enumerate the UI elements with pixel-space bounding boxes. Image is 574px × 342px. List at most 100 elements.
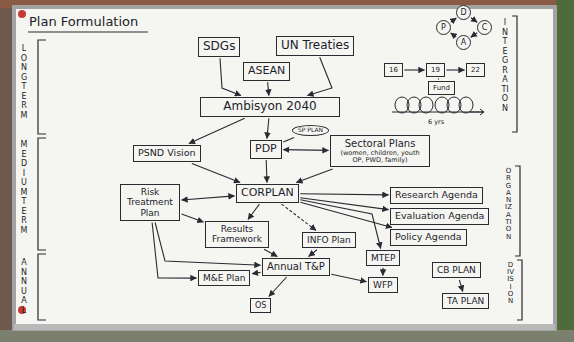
node-label: MTEP xyxy=(371,253,395,263)
node-label: CB PLAN xyxy=(437,265,476,275)
process-box: 16 xyxy=(384,63,403,77)
connector xyxy=(282,204,317,230)
process-box: 19 xyxy=(426,63,445,77)
bracket xyxy=(38,138,46,250)
connector xyxy=(267,118,269,138)
process-box: OS xyxy=(250,298,271,313)
timeframe-label: ORGANIZATION xyxy=(505,168,512,241)
cycle-circle: C xyxy=(477,20,492,35)
coil-loop xyxy=(459,97,473,113)
node-note: (women, children, youth OP, PWD, family) xyxy=(335,150,425,165)
node-label: 19 xyxy=(431,66,440,74)
node-label: TA PLAN xyxy=(447,296,484,306)
node-label: SDGs xyxy=(203,40,235,54)
title-underline xyxy=(28,31,148,32)
process-box: ASEAN xyxy=(243,62,290,81)
connector xyxy=(300,198,388,210)
node-label: SP PLAN xyxy=(298,127,323,134)
connector xyxy=(446,69,464,70)
plants xyxy=(556,0,574,342)
process-box: Ambisyon 2040 xyxy=(200,97,340,117)
timeframe-label: ANNUAL xyxy=(20,258,28,315)
timeframe-label: MEDIUM TERM xyxy=(20,140,28,235)
connector xyxy=(382,268,383,276)
node-label: Policy Agenda xyxy=(395,232,462,243)
marker-tray xyxy=(14,324,555,330)
connector xyxy=(471,18,477,23)
process-box: Risk Treatment Plan xyxy=(120,184,180,221)
bracket xyxy=(515,166,520,256)
process-box: MTEP xyxy=(366,250,400,266)
node-label: PDP xyxy=(255,143,277,156)
connector xyxy=(451,33,457,37)
coil-arrow xyxy=(470,109,484,115)
connector xyxy=(220,58,241,95)
connector xyxy=(189,118,245,143)
magnet xyxy=(18,10,26,18)
connector xyxy=(451,18,457,22)
node-label: CORPLAN xyxy=(241,187,294,200)
connector xyxy=(459,280,463,292)
bracket xyxy=(38,40,46,134)
node-label: Sectoral Plans xyxy=(335,138,425,150)
process-box: PDP xyxy=(250,140,282,159)
connector xyxy=(182,214,204,222)
process-box: INFO Plan xyxy=(302,232,356,248)
connector xyxy=(300,194,388,195)
node-label: OS xyxy=(255,301,266,310)
node-label: D xyxy=(460,8,466,17)
node-label: Research Agenda xyxy=(395,190,478,201)
bracket xyxy=(38,254,46,320)
node-label: P xyxy=(441,23,446,32)
bracket xyxy=(512,16,517,132)
connector xyxy=(283,137,294,142)
diagram-title: Plan Formulation xyxy=(29,14,138,29)
connector xyxy=(182,196,235,200)
connector xyxy=(264,249,277,256)
connector xyxy=(266,160,268,182)
cycle-circle: D xyxy=(456,5,471,20)
process-box: WFP xyxy=(368,277,398,293)
connector xyxy=(248,204,259,219)
connector xyxy=(192,163,240,182)
process-box: Fund xyxy=(428,81,455,95)
timeframe-label: LONG TERM xyxy=(20,44,28,120)
process-box: Sectoral Plans(women, children, youth OP… xyxy=(330,135,430,167)
process-box: Policy Agenda xyxy=(390,229,467,246)
node-label: PSND Vision xyxy=(138,148,196,159)
node-label: Risk Treatment Plan xyxy=(125,187,175,218)
process-box: CORPLAN xyxy=(236,184,299,203)
bracket xyxy=(517,260,522,320)
node-label: C xyxy=(482,23,488,32)
node-label: 16 xyxy=(389,66,398,74)
connector xyxy=(309,250,317,257)
connector xyxy=(296,169,332,183)
node-label: ASEAN xyxy=(248,65,285,78)
process-box: SDGs xyxy=(198,37,240,57)
process-box: Annual T&P xyxy=(262,258,330,276)
node-label: INFO Plan xyxy=(307,235,351,245)
timeframe-label: DIVISION xyxy=(507,262,514,305)
connector xyxy=(283,149,328,151)
connector xyxy=(471,33,477,38)
coil-sketch xyxy=(392,97,484,115)
floor xyxy=(0,330,574,342)
process-box: CB PLAN xyxy=(432,262,481,278)
process-box: Evaluation Agenda xyxy=(390,208,489,225)
connector xyxy=(152,223,196,279)
node-label: WFP xyxy=(373,280,393,290)
node-label: M&E Plan xyxy=(203,273,245,283)
process-box: M&E Plan xyxy=(198,270,250,286)
connector xyxy=(404,69,424,70)
node-label: Evaluation Agenda xyxy=(395,211,484,222)
node-label: Ambisyon 2040 xyxy=(205,100,335,114)
process-box: UN Treaties xyxy=(276,36,354,56)
cycle-circle: A xyxy=(456,35,471,50)
board-frame xyxy=(14,7,555,329)
node-label: A xyxy=(461,38,466,47)
connector xyxy=(300,202,392,227)
connector xyxy=(252,272,261,273)
process-box: TA PLAN xyxy=(442,293,489,309)
node-label: UN Treaties xyxy=(281,39,349,53)
